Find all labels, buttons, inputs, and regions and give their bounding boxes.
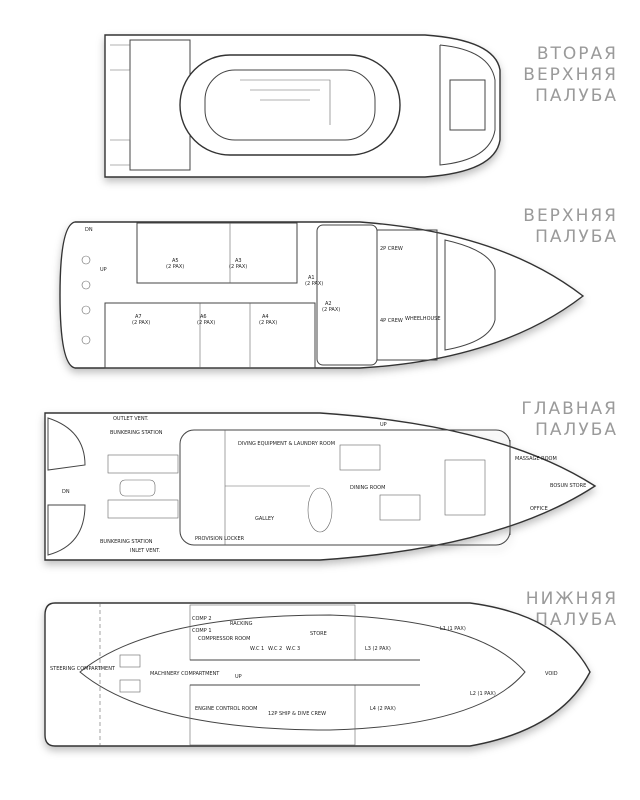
bunkering-station-label: BUNKERING STATION: [100, 539, 153, 545]
machinery-compartment-label: MACHINERY COMPARTMENT: [150, 671, 220, 677]
cabin-a5-label: A5: [172, 258, 179, 264]
outlet-vent-label: OUTLET VENT.: [113, 416, 149, 422]
office-label: OFFICE: [530, 506, 548, 512]
deck-title-main: ГЛАВНАЯ ПАЛУБА: [521, 399, 618, 441]
crew-2p-label: 2P CREW: [380, 246, 403, 252]
racking-label: RACKING: [230, 621, 253, 627]
deck-title-upper: ВЕРХНЯЯ ПАЛУБА: [523, 206, 618, 248]
cabin-a6-label: A6: [200, 314, 207, 320]
second-upper-deck-plan: [104, 34, 501, 178]
cabin-a1-label: A1: [308, 275, 315, 281]
title-line: ПАЛУБА: [535, 610, 618, 630]
compressor-room-label: COMPRESSOR ROOM: [198, 636, 250, 642]
diving-equipment-laundry-label: DIVING EQUIPMENT & LAUNDRY ROOM: [238, 441, 335, 447]
cabin-a7-pax: (2 PAX): [132, 320, 150, 326]
stairs-up-label: UP: [380, 422, 387, 428]
wc-3-label: W.C 3: [286, 646, 300, 652]
comp-1-label: COMP 1: [192, 628, 212, 634]
stairs-up-label: UP: [100, 267, 107, 273]
title-line: ВЕРХНЯЯ: [523, 206, 618, 226]
bunkering-station-label: BUNKERING STATION: [110, 430, 163, 436]
title-line: НИЖНЯЯ: [525, 589, 618, 609]
store-label: STORE: [310, 631, 327, 637]
cabin-a4-label: A4: [262, 314, 269, 320]
title-line: ПАЛУБА: [535, 227, 618, 247]
cabin-l3-label: L3 (2 PAX): [365, 646, 391, 652]
ship-dive-crew-label: 12P SHIP & DIVE CREW: [268, 711, 326, 717]
cabin-a7-label: A7: [135, 314, 142, 320]
void-label: VOID: [545, 671, 558, 677]
cabin-l4-label: L4 (2 PAX): [370, 706, 396, 712]
provision-locker-label: PROVISION LOCKER: [195, 536, 245, 542]
cabin-a4-pax: (2 PAX): [259, 320, 277, 326]
lower-deck-plan: STEERING COMPARTMENT MACHINERY COMPARTME…: [44, 602, 591, 747]
upper-deck-plan: A5 (2 PAX) A3 (2 PAX) A1 (2 PAX) A2 (2 P…: [59, 221, 585, 369]
wheelhouse-label: WHEELHOUSE: [405, 316, 441, 322]
crew-4p-label: 4P CREW: [380, 318, 403, 324]
cabin-l2-label: L2 (1 PAX): [470, 691, 496, 697]
deck-title-lower: НИЖНЯЯ ПАЛУБА: [526, 589, 618, 631]
wc-1-label: W.C 1: [250, 646, 264, 652]
main-deck-plan: OUTLET VENT. BUNKERING STATION DIVING EQ…: [44, 412, 597, 561]
inlet-vent-label: INLET VENT.: [130, 548, 161, 554]
cabin-a2-label: A2: [325, 301, 332, 307]
cabin-a3-label: A3: [235, 258, 242, 264]
cabin-a1-pax: (2 PAX): [305, 281, 323, 287]
bosun-store-label: BOSUN STORE: [550, 483, 586, 489]
title-line: ГЛАВНАЯ: [521, 399, 618, 419]
deck-title-second-upper: ВТОРАЯ ВЕРХНЯЯ ПАЛУБА: [523, 44, 618, 107]
title-line: ВТОРАЯ: [536, 44, 618, 64]
cabin-l1-label: L1 (1 PAX): [440, 626, 466, 632]
cabin-a6-pax: (2 PAX): [197, 320, 215, 326]
galley-label: GALLEY: [255, 516, 275, 522]
title-line: ПАЛУБА: [535, 86, 618, 106]
wc-2-label: W.C 2: [268, 646, 282, 652]
steering-compartment-label: STEERING COMPARTMENT: [50, 666, 116, 672]
engine-control-room-label: ENGINE CONTROL ROOM: [195, 706, 257, 712]
stairs-up-label: UP: [235, 674, 242, 680]
comp-2-label: COMP 2: [192, 616, 212, 622]
cabin-a5-pax: (2 PAX): [166, 264, 184, 270]
cabin-a3-pax: (2 PAX): [229, 264, 247, 270]
title-line: ПАЛУБА: [535, 420, 618, 440]
massage-room-label: MASSAGE ROOM: [515, 456, 557, 462]
stairs-down-label: DN: [62, 489, 70, 495]
dining-room-label: DINING ROOM: [350, 485, 385, 491]
stairs-down-label: DN: [85, 227, 93, 233]
cabin-a2-pax: (2 PAX): [322, 307, 340, 313]
title-line: ВЕРХНЯЯ: [523, 65, 618, 85]
